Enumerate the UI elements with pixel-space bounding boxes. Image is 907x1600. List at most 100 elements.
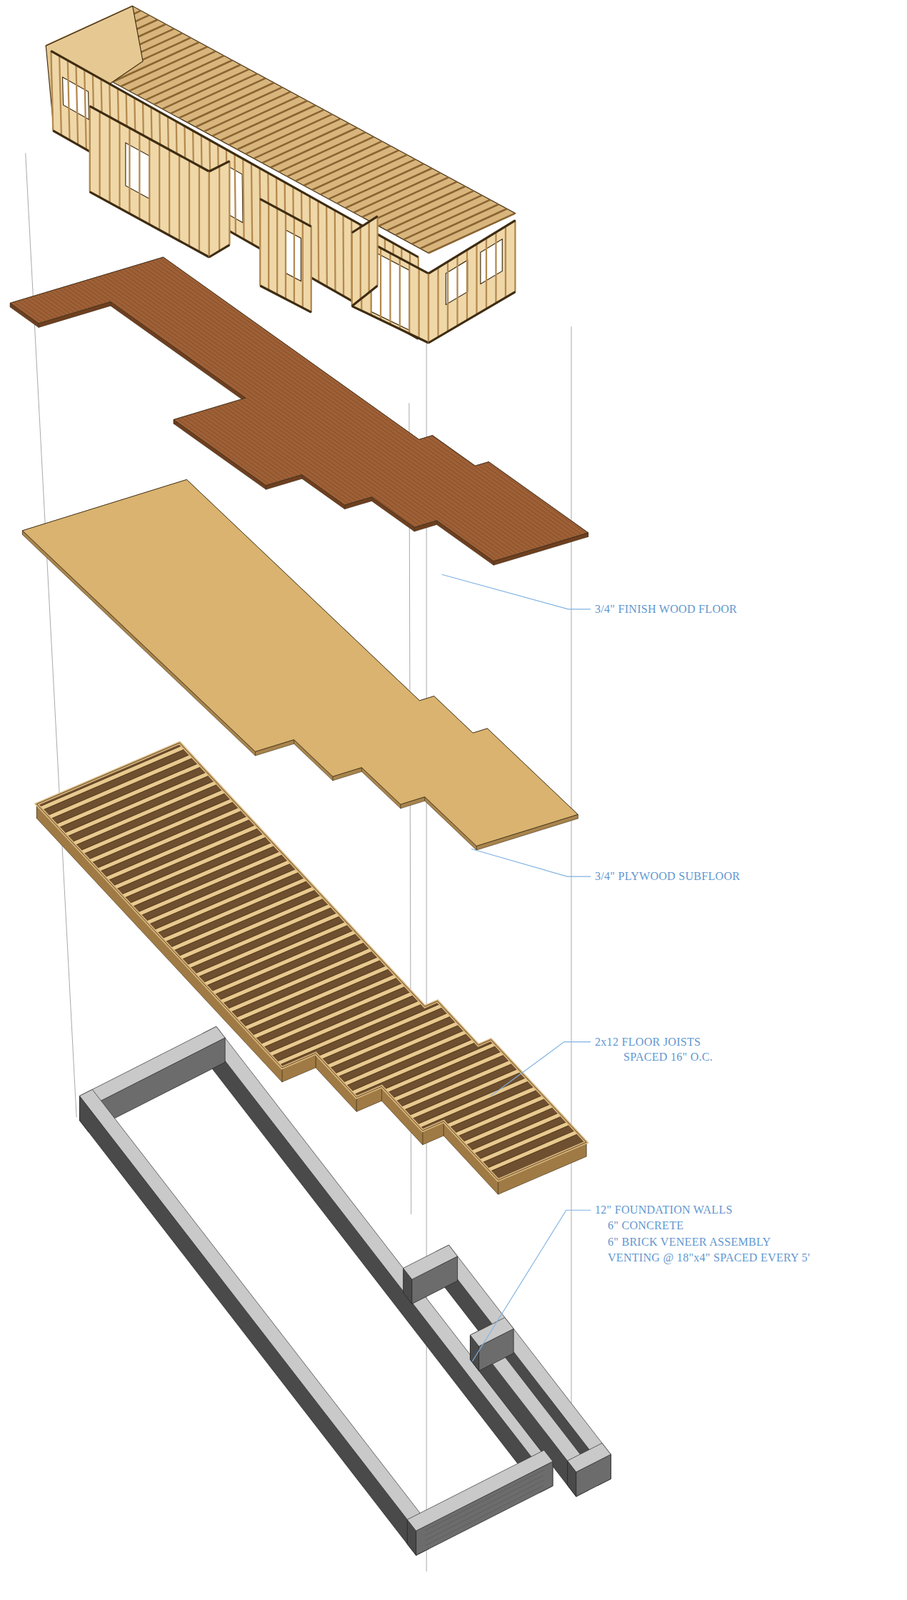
rafter bbox=[394, 194, 482, 235]
wall-stud bbox=[158, 144, 160, 230]
wall-stud bbox=[138, 133, 140, 220]
wall-stud bbox=[108, 117, 110, 203]
joist bbox=[220, 940, 364, 1002]
wall-top bbox=[469, 1317, 514, 1347]
bottom-plate bbox=[352, 285, 378, 307]
joist bbox=[385, 1044, 495, 1092]
wall-face bbox=[79, 1095, 416, 1555]
joist bbox=[40, 747, 184, 809]
joist bbox=[171, 887, 315, 950]
leader-line bbox=[471, 849, 591, 878]
wall-stud bbox=[325, 205, 328, 288]
wall-stud bbox=[59, 55, 62, 135]
brick-course bbox=[424, 1479, 544, 1540]
joist bbox=[154, 869, 298, 932]
joist bbox=[97, 808, 241, 870]
joist bbox=[171, 887, 315, 950]
joist bbox=[139, 852, 283, 915]
wall-stud bbox=[293, 217, 295, 303]
wall-stud bbox=[475, 244, 478, 315]
joist bbox=[139, 852, 283, 915]
bottom-plate bbox=[89, 192, 210, 258]
rafter bbox=[403, 199, 490, 240]
joist bbox=[106, 817, 250, 880]
wall-stud bbox=[466, 249, 468, 320]
joist bbox=[220, 940, 364, 1002]
joist bbox=[410, 1070, 520, 1118]
wall-stud bbox=[408, 263, 410, 335]
wall-stud bbox=[188, 160, 190, 247]
joist bbox=[228, 949, 372, 1011]
joist bbox=[204, 922, 348, 985]
floor-plank bbox=[13, 302, 412, 586]
exploded-assembly bbox=[9, 6, 611, 1556]
joist bbox=[196, 914, 340, 976]
joist bbox=[196, 914, 340, 976]
wall-top bbox=[79, 1089, 429, 1531]
rafter bbox=[204, 91, 291, 132]
rafter bbox=[145, 59, 233, 100]
wall-stud bbox=[427, 273, 430, 343]
floor-plank bbox=[159, 258, 558, 543]
brick-course bbox=[424, 1490, 544, 1551]
joist bbox=[402, 1061, 512, 1109]
wall-stud bbox=[494, 232, 497, 303]
wall-opening bbox=[285, 229, 301, 282]
joist bbox=[187, 905, 331, 967]
wall-top bbox=[407, 1449, 553, 1531]
callout-label: 3/4" FINISH WOOD FLOOR bbox=[594, 602, 738, 617]
rafter bbox=[353, 172, 440, 213]
wall-stud bbox=[67, 60, 70, 141]
joist bbox=[394, 1052, 504, 1100]
brick-course bbox=[424, 1469, 544, 1530]
wall-stud bbox=[75, 64, 78, 145]
top-plate bbox=[50, 50, 418, 258]
wall-stud bbox=[427, 273, 430, 343]
rafter bbox=[170, 73, 258, 114]
wall-stud bbox=[351, 232, 353, 307]
rafter bbox=[337, 163, 424, 204]
wall-stud bbox=[276, 207, 278, 295]
wall-panel bbox=[50, 50, 418, 339]
callout-label: 12" FOUNDATION WALLS bbox=[594, 1202, 733, 1217]
bottom-plate bbox=[428, 292, 515, 343]
wall-stud bbox=[389, 252, 391, 325]
wall-stud bbox=[504, 226, 507, 298]
rafter bbox=[303, 145, 390, 186]
wall-stud bbox=[89, 106, 91, 193]
callout-label: SPACED 16" O.C. bbox=[623, 1049, 713, 1065]
rafter bbox=[369, 181, 457, 222]
joist bbox=[277, 1001, 421, 1064]
leader-line bbox=[442, 574, 592, 610]
callout-label: 6" CONCRETE bbox=[607, 1218, 684, 1233]
leader-lines bbox=[442, 574, 592, 1361]
wall-stud bbox=[228, 161, 230, 245]
wall-top bbox=[469, 1328, 589, 1472]
wall-stud bbox=[251, 163, 253, 245]
wall-panel bbox=[428, 220, 515, 343]
callout-label: 6" BRICK VENEER ASSEMBLY bbox=[607, 1234, 771, 1250]
joist bbox=[212, 931, 356, 994]
callout-label: 3/4" PLYWOOD SUBFLOOR bbox=[594, 869, 740, 884]
wall-stud bbox=[417, 268, 420, 339]
wall-stud bbox=[485, 237, 488, 309]
wall-stud bbox=[168, 149, 170, 236]
wall-stud bbox=[208, 171, 210, 258]
rafter bbox=[195, 87, 283, 128]
floor-plank bbox=[187, 249, 586, 534]
rafter bbox=[378, 186, 465, 227]
joist bbox=[237, 958, 380, 1020]
joist bbox=[97, 808, 241, 870]
joist bbox=[163, 879, 307, 941]
joist bbox=[385, 1044, 495, 1092]
joist bbox=[114, 826, 258, 888]
rafter bbox=[320, 154, 408, 195]
bottom-plate bbox=[209, 244, 230, 258]
rafter bbox=[187, 82, 274, 123]
joist bbox=[261, 984, 405, 1046]
joist bbox=[418, 1079, 528, 1127]
rafter bbox=[387, 190, 474, 231]
joist bbox=[81, 791, 225, 853]
floor-plank bbox=[25, 298, 424, 583]
wall-framing bbox=[45, 6, 515, 343]
